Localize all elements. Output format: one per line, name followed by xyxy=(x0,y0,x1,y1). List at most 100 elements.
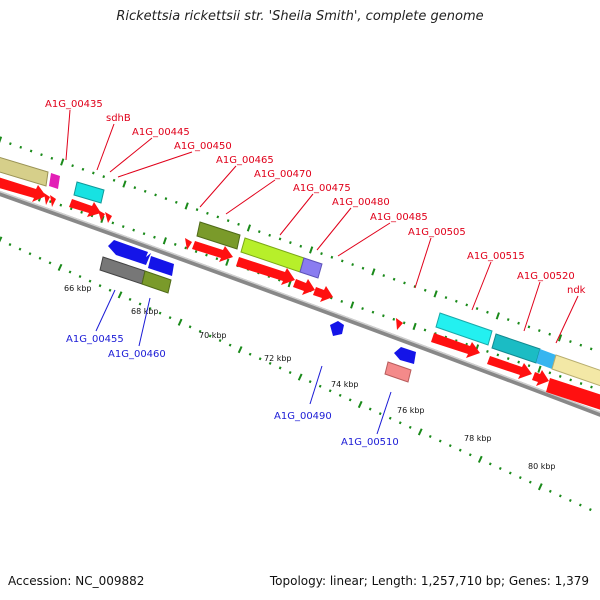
cds-arrow-reverse[interactable] xyxy=(108,240,151,265)
cds-arrow[interactable] xyxy=(487,356,532,379)
major-tick xyxy=(537,483,543,491)
minor-tick xyxy=(208,334,212,338)
cds-arrows-forward xyxy=(0,176,600,410)
cds-arrow[interactable] xyxy=(192,241,233,262)
minor-tick xyxy=(438,439,442,443)
minor-tick xyxy=(517,360,520,364)
cds-arrow[interactable] xyxy=(50,195,56,207)
minor-tick xyxy=(361,307,364,311)
minor-tick xyxy=(38,256,42,260)
minor-tick xyxy=(368,407,372,411)
feature-a1g-00505-cyan[interactable] xyxy=(435,312,493,346)
gene-label-a1g-00455[interactable]: A1G_00455 xyxy=(66,334,124,345)
minor-tick xyxy=(92,171,95,175)
gene-label-a1g-00515[interactable]: A1G_00515 xyxy=(467,251,525,262)
minor-tick xyxy=(268,361,272,365)
feature-a1g-00435-khaki[interactable] xyxy=(0,156,49,187)
minor-tick xyxy=(398,421,402,425)
minor-tick xyxy=(168,316,172,320)
cds-arrow[interactable] xyxy=(44,193,50,205)
minor-tick xyxy=(164,197,168,201)
feature-a1g-00460-olive[interactable] xyxy=(141,270,172,294)
cds-arrow-reverse[interactable] xyxy=(148,256,174,276)
minor-tick xyxy=(548,332,552,336)
minor-tick xyxy=(288,371,292,375)
cds-arrow[interactable] xyxy=(0,176,46,202)
minor-tick xyxy=(568,498,572,502)
gene-label-a1g-00465[interactable]: A1G_00465 xyxy=(216,155,274,166)
minor-tick xyxy=(81,167,85,171)
minor-tick xyxy=(28,252,32,256)
minor-tick xyxy=(506,318,510,322)
cds-arrow[interactable] xyxy=(532,370,549,386)
minor-tick xyxy=(340,299,344,303)
cds-arrow[interactable] xyxy=(105,212,112,223)
major-tick xyxy=(60,158,65,166)
minor-tick xyxy=(351,263,354,267)
cds-arrow[interactable] xyxy=(546,378,600,410)
minor-tick xyxy=(258,357,262,361)
minor-tick xyxy=(132,228,135,232)
minor-tick xyxy=(392,317,396,321)
kbp-label: 78 kbp xyxy=(464,434,492,443)
gene-label-a1g-00435[interactable]: A1G_00435 xyxy=(45,99,103,110)
minor-tick xyxy=(402,321,406,325)
minor-tick xyxy=(548,489,552,493)
cds-arrow[interactable] xyxy=(293,279,315,295)
minor-tick xyxy=(257,230,261,234)
minor-tick xyxy=(318,384,322,388)
kbp-label: 72 kbp xyxy=(264,354,292,363)
gene-label-a1g-00485[interactable]: A1G_00485 xyxy=(370,212,428,223)
minor-tick xyxy=(488,462,492,466)
minor-tick xyxy=(320,252,323,256)
feature-magenta[interactable] xyxy=(49,173,60,189)
minor-tick xyxy=(330,255,334,259)
gene-label-a1g-00450[interactable]: A1G_00450 xyxy=(174,141,232,152)
minor-tick xyxy=(444,296,448,300)
minor-tick xyxy=(428,434,432,438)
gene-label-sdhb[interactable]: sdhB xyxy=(106,113,131,124)
minor-tick xyxy=(348,398,352,402)
feature-a1g-00515-darkcyan[interactable] xyxy=(491,333,541,364)
cds-arrow-reverse[interactable] xyxy=(394,347,416,364)
cds-arrow[interactable] xyxy=(69,199,101,217)
cds-arrow[interactable] xyxy=(236,257,295,285)
cds-arrow[interactable] xyxy=(313,286,333,302)
feature-a1g-00465-olive[interactable] xyxy=(196,221,241,250)
feature-sdhb-cyan[interactable] xyxy=(73,181,105,204)
feature-a1g-00510-pink[interactable] xyxy=(384,361,412,383)
major-tick xyxy=(122,180,127,188)
cds-arrow[interactable] xyxy=(431,333,480,358)
cds-arrow-reverse[interactable] xyxy=(330,321,344,336)
minor-tick xyxy=(382,314,385,318)
gene-label-a1g-00510[interactable]: A1G_00510 xyxy=(341,437,399,448)
minor-tick xyxy=(49,200,52,204)
gene-label-a1g-00475[interactable]: A1G_00475 xyxy=(293,183,351,194)
minor-tick xyxy=(205,253,208,257)
minor-tick xyxy=(299,244,303,248)
minor-tick xyxy=(143,189,147,193)
gene-label-a1g-00470[interactable]: A1G_00470 xyxy=(254,169,312,180)
gene-label-a1g-00445[interactable]: A1G_00445 xyxy=(132,127,190,138)
feature-a1g-00520-skyblue[interactable] xyxy=(536,349,556,369)
feature-a1g-00480-slateblue[interactable] xyxy=(299,257,323,279)
gene-label-a1g-00505[interactable]: A1G_00505 xyxy=(408,227,466,238)
minor-tick xyxy=(278,237,282,241)
feature-ndk-lightyellow[interactable] xyxy=(551,354,600,387)
minor-tick xyxy=(338,393,342,397)
minor-tick xyxy=(69,207,73,211)
minor-tick xyxy=(518,476,522,480)
gene-label-ndk[interactable]: ndk xyxy=(567,285,586,296)
minor-tick xyxy=(392,277,396,281)
gene-label-a1g-00490[interactable]: A1G_00490 xyxy=(274,411,332,422)
minor-tick xyxy=(486,310,489,314)
major-tick xyxy=(357,400,363,409)
kbp-label: 74 kbp xyxy=(331,380,359,389)
cds-arrow[interactable] xyxy=(185,238,192,250)
cds-arrow[interactable] xyxy=(396,318,403,330)
gene-label-a1g-00480[interactable]: A1G_00480 xyxy=(332,197,390,208)
cds-arrow[interactable] xyxy=(98,210,105,221)
gene-label-a1g-00460[interactable]: A1G_00460 xyxy=(108,349,166,360)
gene-label-a1g-00520[interactable]: A1G_00520 xyxy=(517,271,575,282)
